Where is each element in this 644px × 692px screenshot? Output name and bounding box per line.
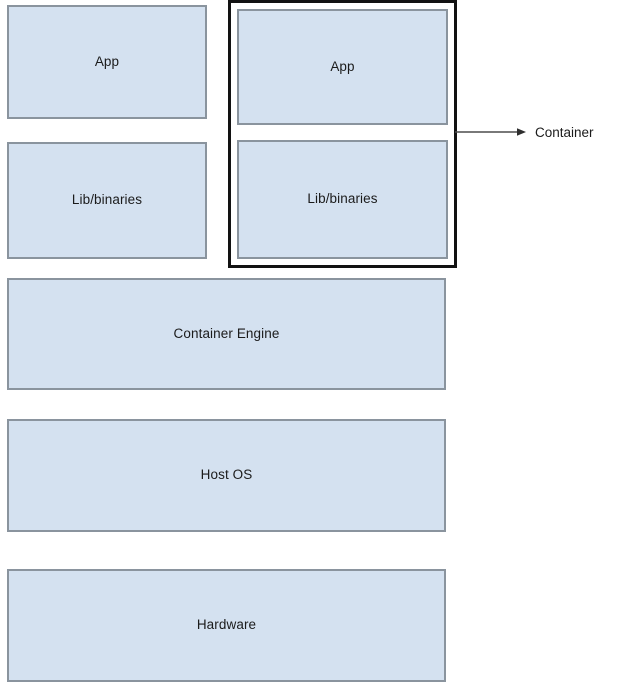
arrow-right-icon bbox=[455, 128, 526, 136]
node-app-container[interactable]: App bbox=[237, 9, 448, 125]
node-container-engine[interactable]: Container Engine bbox=[7, 278, 446, 390]
node-label: App bbox=[330, 58, 355, 74]
node-label: Hardware bbox=[196, 617, 257, 633]
node-host-os[interactable]: Host OS bbox=[7, 419, 446, 532]
node-label: Container Engine bbox=[173, 325, 280, 341]
node-hardware[interactable]: Hardware bbox=[7, 569, 446, 682]
node-label: Host OS bbox=[200, 467, 253, 483]
node-label: Lib/binaries bbox=[307, 191, 378, 207]
container-callout-label: Container bbox=[535, 124, 594, 140]
node-lib-binaries-container[interactable]: Lib/binaries bbox=[237, 140, 448, 259]
node-app-left[interactable]: App bbox=[7, 5, 207, 119]
node-lib-binaries-left[interactable]: Lib/binaries bbox=[7, 142, 207, 259]
node-label: App bbox=[94, 53, 120, 69]
node-label: Lib/binaries bbox=[71, 192, 143, 208]
